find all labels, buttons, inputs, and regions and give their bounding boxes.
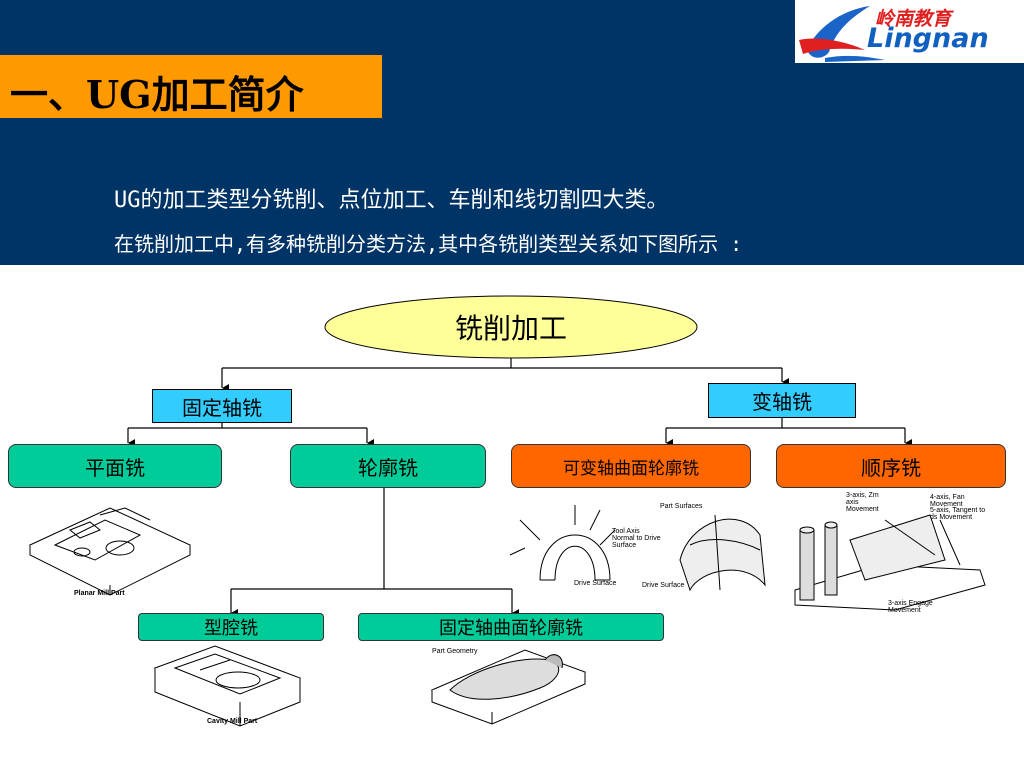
- intro-line-2: 在铣削加工中,有多种铣削分类方法,其中各铣削类型关系如下图所示 :: [114, 232, 743, 256]
- cavity-mill-node: 型腔铣: [138, 613, 324, 641]
- logo-english-text: Lingnan: [867, 23, 989, 54]
- cavity-mill-caption: Cavity Mill Part: [207, 718, 258, 725]
- tool-axis-caption: Tool Axis Normal to Drive Surface: [612, 528, 661, 549]
- sequential-mill-drawing: [794, 514, 986, 611]
- fixed-contour-node: 固定轴曲面轮廓铣: [358, 613, 664, 641]
- sequential-mill-node: 顺序铣: [776, 444, 1006, 488]
- axis5-tangent-caption: 5-axis, Tangent to ds Movement: [930, 507, 986, 521]
- axis3-zm-caption: 3-axis, Zm axis Movement: [846, 492, 879, 513]
- part-geometry-caption: Part Geometry: [432, 648, 478, 655]
- logo-chinese-text: 岭南教育: [875, 8, 952, 30]
- planar-mill-caption: Planar Mill Part: [74, 590, 125, 597]
- drive-surface-caption-1: Drive Surface: [574, 580, 617, 587]
- fixed-axis-node: 固定轴铣: [152, 389, 292, 423]
- variable-contour-drawing-left: [509, 505, 616, 581]
- variable-contour-node: 可变轴曲面轮廓铣: [511, 444, 751, 488]
- cavity-mill-part-drawing: [153, 645, 302, 727]
- axis4-fan-caption: 4-axis, Fan Movement: [930, 494, 965, 508]
- planar-mill-node: 平面铣: [8, 444, 222, 488]
- logo-swoosh-icon: [799, 6, 885, 62]
- axis3-engage-caption: 3-axis Engage Movement: [888, 600, 933, 614]
- lingnan-logo: 岭南教育 Lingnan: [795, 0, 1024, 63]
- section-title-box: 一、UG加工简介: [0, 55, 382, 118]
- planar-mill-part-drawing: [28, 507, 192, 596]
- intro-line-1: UG的加工类型分铣削、点位加工、车削和线切割四大类。: [114, 188, 669, 213]
- part-surfaces-caption: Part Surfaces: [660, 503, 703, 510]
- variable-contour-drawing-right: [679, 514, 766, 592]
- section-title: 一、UG加工简介: [10, 72, 304, 117]
- root-node-label: 铣削加工: [454, 312, 567, 345]
- contour-mill-node: 轮廓铣: [290, 444, 486, 488]
- variable-axis-node: 变轴铣: [708, 383, 856, 418]
- fixed-contour-part-drawing: [430, 649, 587, 725]
- drive-surface-caption-2: Drive Surface: [642, 582, 685, 589]
